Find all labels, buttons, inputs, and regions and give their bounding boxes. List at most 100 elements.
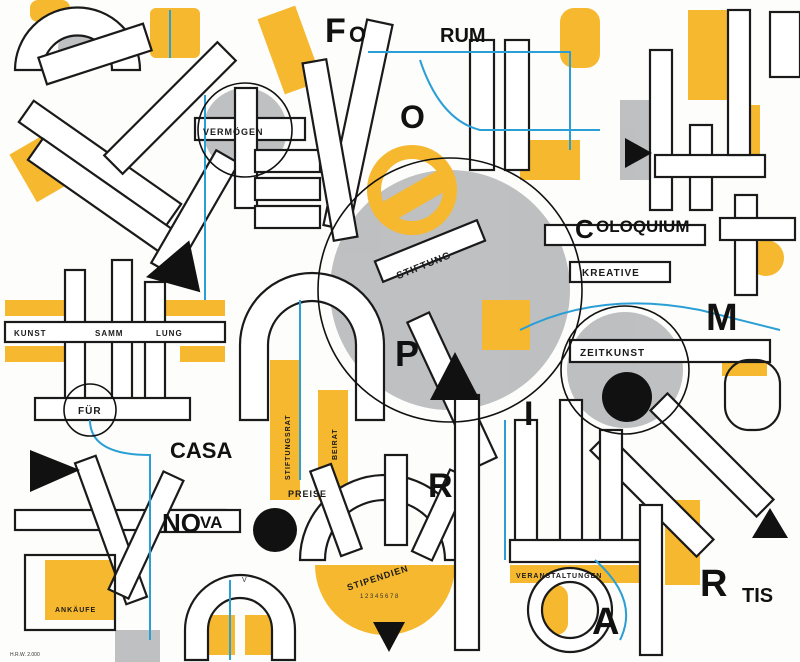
pipe-tall-2 [301,58,359,242]
pipe-nova-diag-2 [107,469,185,601]
yellow-block-ankaeufe [45,560,115,620]
letter-r: R [428,467,453,505]
outline-circles [63,82,690,437]
blue-line-fuer [89,419,151,640]
blue-line-bottom-curve [594,559,628,641]
triangle-right-small-icon [625,138,652,168]
yellow-kunst-bar-right-2 [180,346,225,362]
letter-o2: O [400,99,425,135]
pipe-vermoegen-col [233,86,259,210]
pipe-ring-bottom-fill [528,568,612,652]
label-veranstaltungen: VERANSTALTUNGEN [516,573,602,580]
pipe-diagonal-3 [102,40,238,176]
pipe-box-ankaeufe [23,553,117,632]
label-vermoegen: VERMÖGEN [203,127,264,137]
letters-no: NO [162,508,201,538]
yellow-ring-o [367,145,457,235]
label-samm: SAMM [95,329,123,338]
yellow-column-stiftungsrat [270,360,300,500]
pipe-v-right-mid [733,193,759,297]
pipe-central-arch [238,271,386,422]
label-kunst: KUNST [14,329,47,338]
letters-oloquium: OLOQUIUM [596,217,690,236]
pipe-ring-right [723,358,782,432]
letter-o1: O [349,22,366,47]
label-zeitkunst: ZEITKUNST [580,348,645,359]
yellow-drop-bottom [540,585,568,635]
pipe-v-long-bottom [453,393,481,652]
pipe-ring-bottom-inner [540,580,600,640]
pipe-fuer-bar [33,396,192,422]
pipe-bar-top-left [36,22,154,86]
triangle-casa-icon [30,450,80,492]
letter-f: F [325,12,346,50]
v-mark: V [242,577,247,584]
label-lung: LUNG [156,329,183,338]
label-kreative: KREATIVE [582,268,640,279]
pipe-arch-bottom [183,573,297,662]
pipe-v-bottom-2 [558,398,584,562]
triangle-bottom-center-icon [373,622,405,652]
pipe-v-5 [726,8,752,157]
pipe-stack-2 [253,176,322,202]
pipe-zeitkunst-bar [568,338,772,364]
triangle-center-icon [430,352,480,400]
tiny-marks: H.R.W. 2.000 1 2 3 4 5 6 7 8 V [10,577,399,658]
pipe-coloquium-bar [543,223,707,247]
letters-tis: TIS [742,585,773,607]
yellow-half-circle-stipendien [315,565,455,635]
outline-circle-fuer [63,383,117,437]
letters-rum: RUM [440,25,486,47]
pipe-edge-box [768,10,800,79]
blue-line-top-2 [419,59,600,131]
letter-a: A [592,601,619,643]
pipe-v-1 [468,38,496,172]
pipe-diag-right-2 [648,391,776,519]
pipe-h-right [653,153,767,179]
yellow-kunst-bar-right [150,300,225,316]
pipe-bottom-bar [508,538,642,564]
label-stiftungsrat: STIFTUNGSRAT [285,414,292,480]
grey-block-bottom [115,630,160,662]
triangle-left-icon [145,240,201,293]
label-fuer: FÜR [78,404,102,417]
label-preise: PREISE [288,489,327,499]
pipe-stiftung-bar [373,218,487,284]
letters-va: VA [200,513,222,532]
pipe-arc-spoke-1 [308,462,364,558]
letter-m: M [706,297,738,339]
yellow-bar-zeit [722,362,767,376]
label-ankaeufe: ANKÄUFE [55,606,96,614]
letter-i: I [524,395,533,433]
yellow-block-b [150,8,200,58]
blue-lines [89,10,781,660]
outline-circle-zeitkunst [560,305,690,435]
word-casa: CASA [170,438,232,463]
black-shapes [30,138,788,652]
pipe-kunst-bar [3,320,227,344]
pipe-v-3 [648,48,674,212]
yellow-oval-top [560,8,600,68]
outline-circle-center [317,157,583,423]
yellow-kunst-bar-left [5,300,67,316]
stipendien-digits: 1 2 3 4 5 6 7 8 [360,594,399,600]
pipe-v-2 [503,38,531,172]
pipe-kreative-bar [568,260,672,284]
black-dot-zeitkunst [602,372,652,422]
pipe-stack-1 [253,148,322,174]
white-pipes [3,6,800,662]
signature: H.R.W. 2.000 [10,652,40,658]
triangle-bottom-right-icon [752,508,788,538]
yellow-triangle-block [482,300,530,350]
black-dot-nova [253,508,297,552]
outline-circle-vermoegen [197,82,293,178]
pipe-v-bottom-4 [638,503,664,657]
pipe-stack-3 [253,204,322,230]
pipe-ring-bottom-outer [526,566,614,654]
letter-r2: R [700,563,727,605]
title-letters: F O RUM O C OLOQUIUM M P I R A R TIS CAS… [162,12,773,643]
label-beirat: BEIRAT [332,428,339,460]
small-labels: VERMÖGEN STIFTUNG KREATIVE ZEITKUNST KUN… [14,127,645,614]
